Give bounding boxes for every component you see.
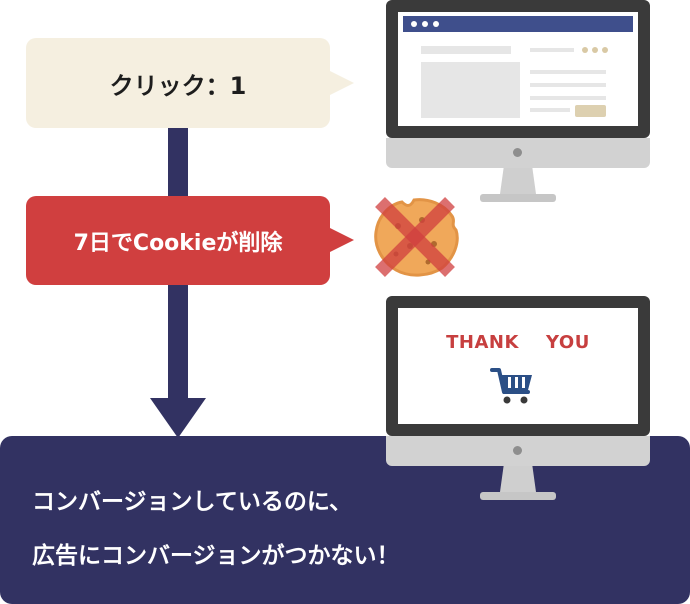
page-dot-icon: [582, 47, 588, 53]
monitor-stand-base: [480, 492, 556, 500]
cross-icon: [375, 197, 455, 277]
page-placeholder-line: [530, 83, 606, 87]
page-placeholder-line: [530, 70, 606, 74]
monitor-stand-base: [480, 194, 556, 202]
page-placeholder-line: [530, 108, 570, 112]
page-dot-icon: [592, 47, 598, 53]
conclusion-text: コンバージョンしているのに、 広告にコンバージョンがつかない！: [32, 475, 592, 583]
conclusion-line-1: コンバージョンしているのに、: [32, 489, 353, 515]
page-placeholder-button: [575, 105, 606, 117]
flow-arrow-segment-2: [168, 285, 188, 400]
flow-arrow-segment-1: [168, 128, 188, 196]
page-placeholder-heading: [421, 46, 511, 54]
page-placeholder-line: [530, 48, 574, 52]
page-placeholder-image: [421, 62, 520, 118]
flow-arrow-head: [150, 398, 206, 438]
thank-you-screen: [398, 308, 638, 424]
thank-word: THANK: [446, 332, 519, 353]
monitor-power-dot: [513, 446, 522, 455]
browser-dot-icon: [422, 21, 428, 27]
browser-dot-icon: [411, 21, 417, 27]
thank-you-text: THANK YOU: [398, 332, 638, 353]
page-dot-icon: [602, 47, 608, 53]
monitor-stand-neck: [500, 168, 536, 194]
cookie-icon: [374, 197, 459, 277]
shopping-cart-icon: [490, 368, 532, 404]
browser-dot-icon: [433, 21, 439, 27]
browser-title-bar: [403, 16, 633, 32]
monitor-power-dot: [513, 148, 522, 157]
click-count-bubble: クリック：1: [26, 38, 354, 128]
click-count-label: クリック：1: [109, 71, 247, 100]
cookie-deleted-bubble: 7日でCookieが削除: [26, 196, 354, 285]
page-placeholder-line: [530, 96, 606, 100]
cookie-deleted-label: 7日でCookieが削除: [73, 230, 283, 256]
monitor-stand-neck: [500, 466, 536, 492]
conclusion-line-2: 広告にコンバージョンがつかない！: [32, 543, 400, 569]
you-word: YOU: [546, 332, 590, 353]
